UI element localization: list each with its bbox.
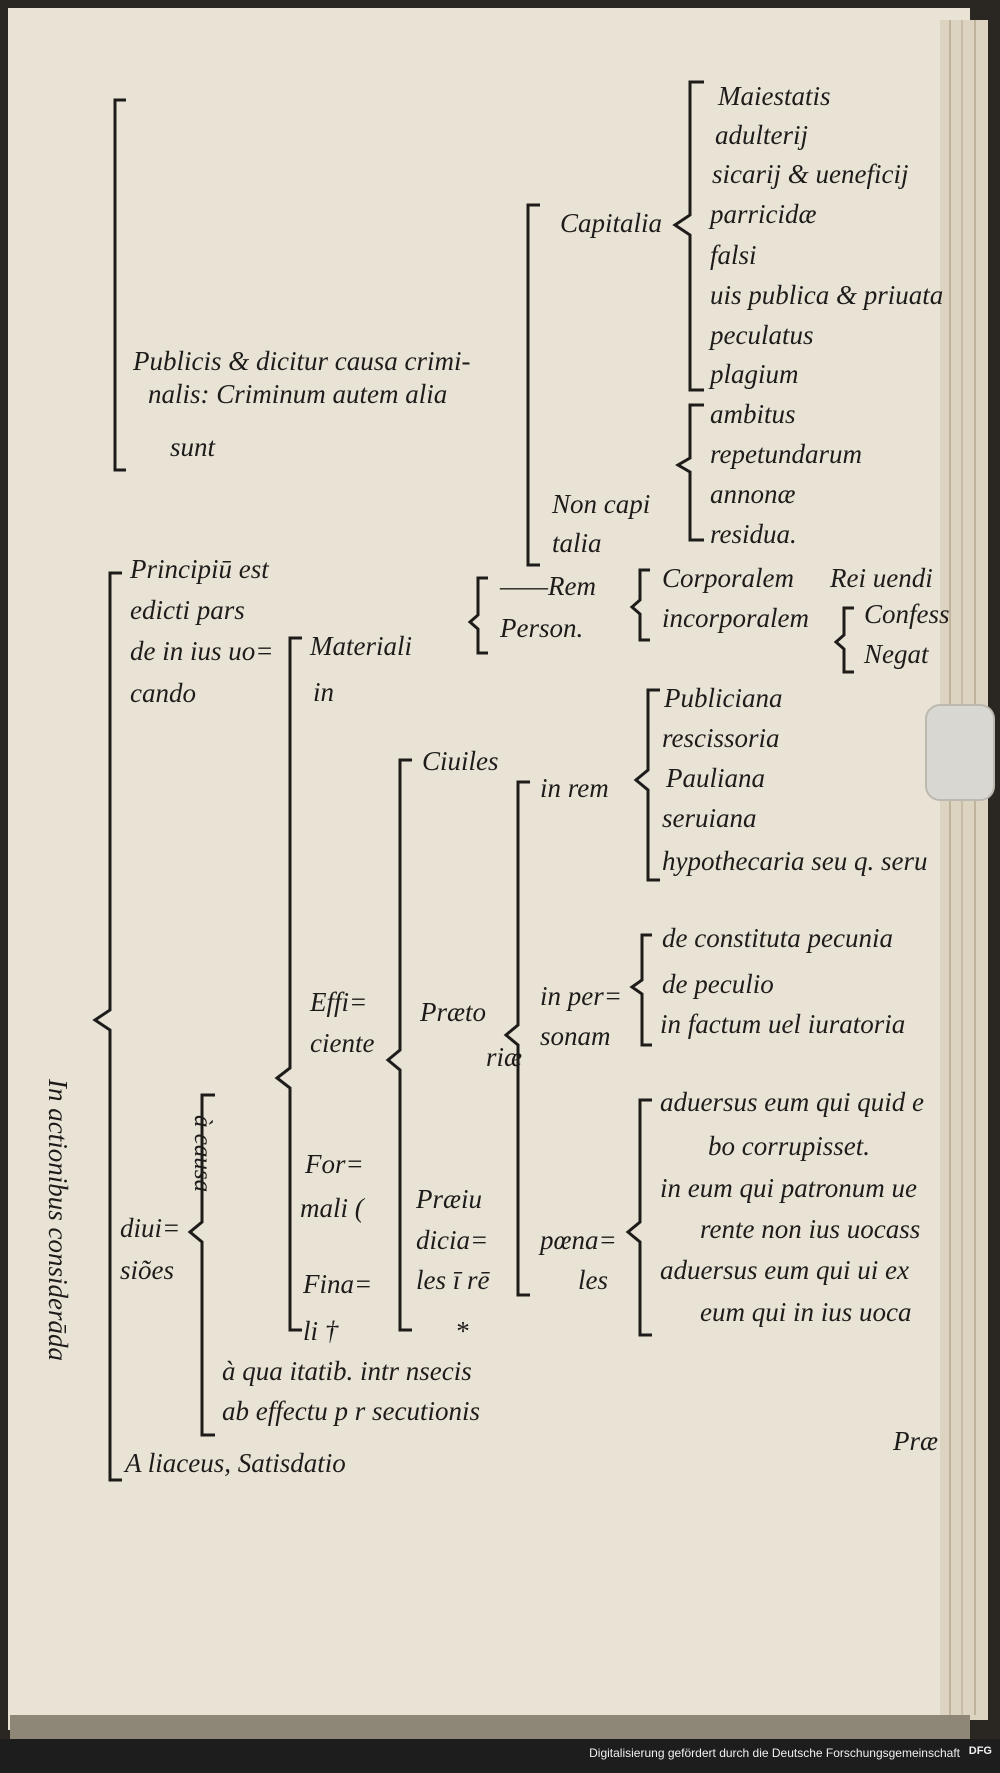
formali-line-2: mali ( (300, 1193, 364, 1223)
diuisiones-line-2: siões (120, 1255, 174, 1285)
poenales-item: aduersus eum qui quid e (660, 1087, 924, 1117)
publicis-line-3: sunt (170, 432, 216, 462)
in-personam-item: de constituta pecunia (662, 923, 893, 953)
poenales-item: aduersus eum qui ui ex (660, 1255, 909, 1285)
diuisiones-line-1: diui= (120, 1213, 181, 1243)
praeiudiciales-line-3: les ī rē (416, 1265, 490, 1295)
materiali-in-label: in (313, 677, 335, 707)
incorporalem-label: incorporalem (662, 603, 809, 633)
praeiudiciales-line-1: Præiu (416, 1184, 483, 1214)
poenales-item: rente non ius uocass (700, 1214, 921, 1244)
capitalia-item: sicarij & ueneficij (712, 159, 909, 189)
non-capitalia-item: residua. (710, 519, 797, 549)
non-capitalia-line-2: talia (552, 528, 602, 558)
poenales-item: eum qui in ius uoca (700, 1297, 912, 1327)
in-personam-line-1: in per= (540, 981, 622, 1011)
asterisk-mark: * (455, 1316, 469, 1346)
non-capitalia-item: repetundarum (710, 439, 862, 469)
praeiudiciales-line-2: dicia= (416, 1225, 489, 1255)
capitalia-item: plagium (710, 359, 799, 389)
principium-line: Principiū est (130, 554, 269, 584)
dfg-logo: DFG (968, 1745, 992, 1757)
efficiente-line-2: ciente (310, 1028, 375, 1058)
footer-text: Digitalisierung gefördert durch die Deut… (589, 1746, 960, 1760)
ab-effectu-line: ab effectu p r secutionis (222, 1396, 480, 1426)
page-paper (8, 8, 970, 1730)
negat-label: Negat (864, 639, 929, 669)
capitalia-item: falsi (710, 240, 757, 270)
corporalem-label: Corporalem (662, 563, 795, 593)
rei-uendi-label: Rei uendi (830, 563, 933, 593)
in-rem-item: Publiciana (664, 683, 783, 713)
vertical-label: In actionibus considerāda (43, 1079, 73, 1361)
bracket-lines (92, 80, 854, 1482)
person-label: Person. (500, 613, 584, 643)
in-personam-item: de peculio (662, 969, 774, 999)
formali-line-1: For= (305, 1149, 364, 1179)
publicis-line-2: nalis: Criminum autem alia (148, 379, 448, 409)
materiali-label: Materiali (310, 631, 412, 661)
efficiente-line-1: Effi= (310, 987, 368, 1017)
aliaceus-line: A liaceus, Satisdatio (125, 1448, 346, 1478)
a-causa-label: à causa (189, 1115, 216, 1193)
principium-line: cando (130, 678, 196, 708)
finali-line-1: Fina= (303, 1269, 373, 1299)
poenales-line-1: pœna= (540, 1225, 617, 1255)
principium-line: de in ius uo= (130, 636, 274, 666)
rem-label: ——Rem (500, 571, 596, 601)
in-personam-line-2: sonam (540, 1021, 611, 1051)
capitalia-item: uis publica & priuata (710, 280, 944, 310)
a-qua-line: à qua itatib. intr nsecis (222, 1356, 472, 1386)
praetoriae-line-1: Præto (420, 997, 487, 1027)
catchword: Præ (893, 1426, 939, 1456)
finali-line-2: li † (303, 1316, 339, 1346)
ciuiles-label: Ciuiles (422, 746, 499, 776)
capitalia-item: adulterij (715, 120, 808, 150)
publicis-line-1: Publicis & dicitur causa crimi- (133, 346, 471, 376)
non-capitalia-item: ambitus (710, 399, 796, 429)
poenales-item: in eum qui patronum ue (660, 1173, 917, 1203)
praetoriae-line-2: riæ (486, 1042, 523, 1072)
in-rem-item: hypothecaria seu q. seru (662, 846, 928, 876)
in-rem-label: in rem (540, 773, 609, 803)
capitalia-item: peculatus (710, 320, 814, 350)
poenales-line-2: les (578, 1265, 608, 1295)
non-capitalia-line-1: Non capi (552, 489, 651, 519)
capitalia-item: Maiestatis (718, 81, 831, 111)
in-rem-item: rescissoria (662, 723, 780, 753)
capitalia-label: Capitalia (560, 208, 663, 238)
capitalia-item: parricidæ (710, 199, 817, 229)
in-rem-item: seruiana (662, 803, 757, 833)
confess-label: Confess (864, 599, 950, 629)
principium-line: edicti pars (130, 595, 245, 625)
in-rem-item: Pauliana (666, 763, 765, 793)
non-capitalia-item: annonæ (710, 479, 796, 509)
in-personam-item: in factum uel iuratoria (660, 1009, 906, 1039)
poenales-item: bo corrupisset. (708, 1131, 870, 1161)
footer-bar (0, 1739, 1000, 1773)
